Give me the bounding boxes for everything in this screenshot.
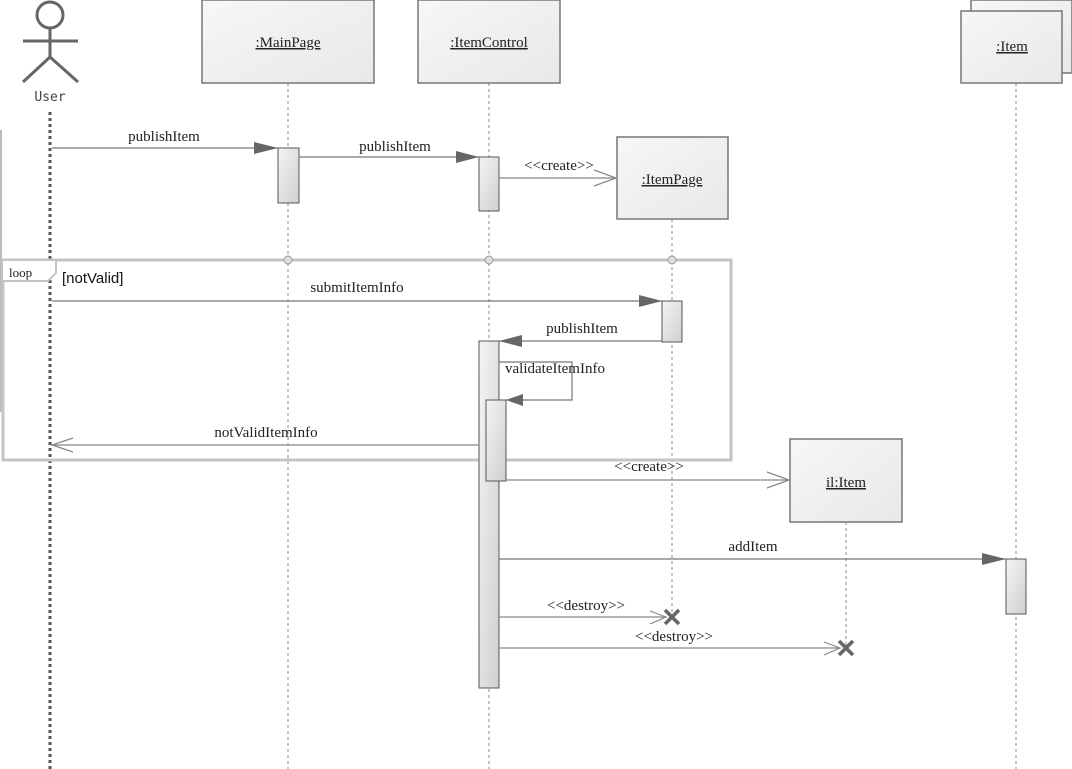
gate-icon	[283, 255, 293, 265]
open-arrow-icon	[649, 610, 668, 625]
message-destroy-itempage[interactable]: <<destroy>>	[499, 598, 681, 626]
open-arrow-icon	[766, 471, 791, 489]
actor-label: User	[34, 90, 65, 105]
message-create-il-item[interactable]: <<create>>	[506, 459, 791, 489]
activation-itemcontrol-1	[478, 156, 500, 212]
message-label: publishItem	[359, 139, 431, 155]
arrowhead-icon	[254, 142, 278, 154]
activation-itemcontrol-2	[478, 340, 500, 689]
fragment-guard: [notValid]	[62, 270, 123, 287]
message-publishitem-3[interactable]: publishItem	[499, 321, 662, 347]
destroy-x-icon	[663, 608, 681, 626]
arrowhead-icon	[456, 151, 479, 163]
loop-fragment: loop [notValid]	[1, 255, 733, 462]
object-il-item[interactable]: il:Item	[789, 438, 903, 523]
activation-mainpage	[277, 147, 300, 204]
gate-icon	[484, 255, 494, 265]
message-label: <<destroy>>	[635, 629, 713, 645]
message-destroy-il-item[interactable]: <<destroy>>	[499, 629, 855, 657]
message-label: <<create>>	[614, 459, 684, 475]
object-label: :ItemControl	[450, 35, 528, 51]
open-arrow-icon	[50, 437, 74, 453]
message-label: <<create>>	[524, 158, 594, 174]
activation-itempage	[661, 300, 683, 343]
object-label: :Item	[996, 39, 1028, 55]
open-arrow-icon	[593, 169, 618, 187]
actor-user[interactable]: User	[21, 0, 79, 105]
message-additem[interactable]: addItem	[499, 539, 1006, 565]
message-label: validateItemInfo	[505, 361, 605, 377]
message-label: publishItem	[546, 321, 618, 337]
fragment-operator: loop	[9, 265, 32, 280]
open-arrow-icon	[823, 641, 842, 656]
gate-icon	[667, 255, 677, 265]
message-submititeminfo[interactable]: submitItemInfo	[52, 280, 662, 307]
object-itempage[interactable]: :ItemPage	[616, 136, 729, 220]
message-label: publishItem	[128, 129, 200, 145]
message-create-itempage[interactable]: <<create>>	[499, 158, 618, 187]
object-label: :ItemPage	[642, 172, 703, 188]
arrowhead-icon	[499, 335, 522, 347]
arrowhead-icon	[982, 553, 1006, 565]
activation-item	[1005, 558, 1027, 615]
actor-head-icon	[35, 0, 65, 30]
object-label: il:Item	[826, 475, 866, 491]
destroy-x-icon	[837, 639, 855, 657]
message-label: submitItemInfo	[310, 280, 403, 296]
object-mainpage[interactable]: :MainPage	[201, 0, 375, 84]
message-notvaliditeminfo[interactable]: notValidItemInfo	[50, 425, 479, 453]
object-itemcontrol[interactable]: :ItemControl	[417, 0, 561, 84]
arrowhead-icon	[506, 394, 523, 406]
message-label: notValidItemInfo	[214, 425, 317, 441]
object-item-multi[interactable]: :Item	[960, 0, 1072, 84]
arrowhead-icon	[639, 295, 662, 307]
message-label: addItem	[728, 539, 777, 555]
object-label: :MainPage	[256, 35, 321, 51]
message-label: <<destroy>>	[547, 598, 625, 614]
activation-itemcontrol-nested	[485, 399, 507, 482]
message-publishitem-2[interactable]: publishItem	[299, 139, 479, 163]
message-publishitem-1[interactable]: publishItem	[52, 129, 278, 154]
message-validateiteminfo[interactable]: validateItemInfo	[499, 361, 605, 406]
